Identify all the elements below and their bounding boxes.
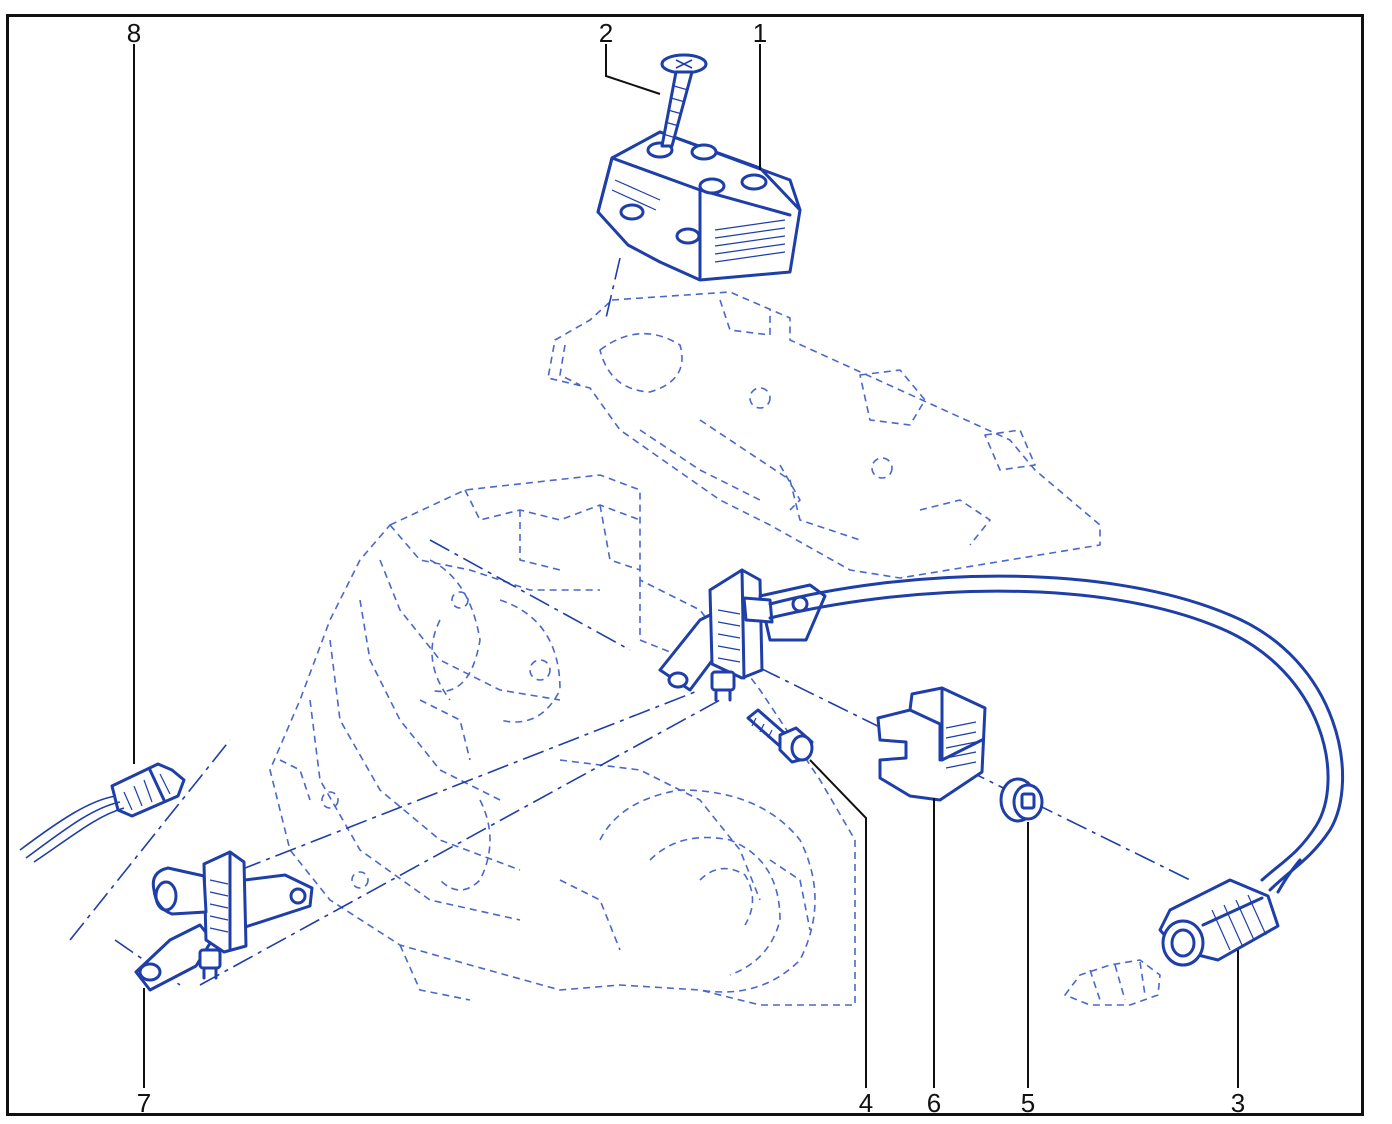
callout-3: 3 xyxy=(1231,1088,1245,1118)
callout-2: 2 xyxy=(599,18,613,48)
leader-lines xyxy=(133,44,1239,1088)
sensor-lower xyxy=(134,850,314,992)
callout-7: 7 xyxy=(137,1088,151,1118)
connector xyxy=(1158,878,1280,967)
ignition-coil xyxy=(596,130,802,282)
callout-4: 4 xyxy=(859,1088,873,1118)
leader-4 xyxy=(809,759,867,1088)
callout-1: 1 xyxy=(753,18,767,48)
crankshaft-sensor-with-cable xyxy=(658,568,1345,894)
callout-labels: 1 2 3 4 5 6 7 8 xyxy=(127,18,1245,1118)
callout-5: 5 xyxy=(1021,1088,1035,1118)
coil-hatching xyxy=(611,179,786,263)
bolt xyxy=(746,708,814,764)
grommet xyxy=(999,777,1044,823)
screw xyxy=(660,53,708,148)
cable-sleeve xyxy=(19,762,186,863)
ghost-cylinder-head xyxy=(547,291,1101,579)
bracket xyxy=(876,686,987,802)
ghost-connector xyxy=(1064,959,1161,1006)
sensor-hatching xyxy=(717,609,741,663)
leader-2 xyxy=(605,44,661,95)
callout-8: 8 xyxy=(127,18,141,48)
ghost-gearbox xyxy=(269,474,856,1006)
callout-6: 6 xyxy=(927,1088,941,1118)
